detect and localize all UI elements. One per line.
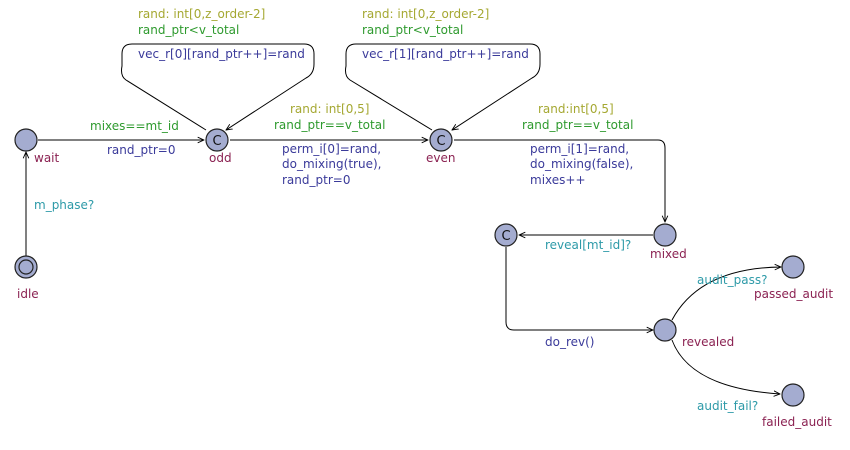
select-label: rand: int[0,z_order-2] <box>362 7 489 21</box>
location-failed-audit[interactable] <box>781 383 805 407</box>
guard-label: rand_ptr==v_total <box>522 118 633 132</box>
select-label: rand:int[0,5] <box>538 102 614 116</box>
location-name-failed-audit: failed_audit <box>762 415 832 429</box>
edge-even-loop <box>345 43 541 130</box>
edge-even-mixed <box>454 139 665 222</box>
edge-c-revealed <box>505 247 653 330</box>
sync-label: audit_fail? <box>697 399 758 413</box>
guard-label: mixes==mt_id <box>90 119 179 133</box>
location-wait[interactable] <box>14 128 38 152</box>
sync-label: audit_pass? <box>697 273 767 287</box>
update-label: do_rev() <box>545 335 594 349</box>
guard-label: rand_ptr<v_total <box>362 23 463 37</box>
location-name-idle: idle <box>17 287 39 301</box>
location-name-revealed: revealed <box>682 335 734 349</box>
update-label: rand_ptr=0 <box>282 173 350 187</box>
guard-label: rand_ptr==v_total <box>274 118 385 132</box>
location-committed-c[interactable]: C <box>494 223 518 247</box>
location-odd[interactable]: C <box>205 128 229 152</box>
location-mixed[interactable] <box>653 223 677 247</box>
location-even[interactable]: C <box>429 128 453 152</box>
committed-marker: C <box>436 134 445 149</box>
guard-label: rand_ptr<v_total <box>138 23 239 37</box>
location-name-odd: odd <box>209 151 232 165</box>
update-label: mixes++ <box>530 173 586 187</box>
sync-label: reveal[mt_id]? <box>545 238 631 252</box>
update-label: perm_i[1]=rand, <box>530 142 629 156</box>
select-label: rand: int[0,5] <box>290 102 369 116</box>
committed-marker: C <box>212 134 221 149</box>
location-revealed[interactable] <box>653 318 677 342</box>
location-name-even: even <box>426 151 455 165</box>
update-label: do_mixing(true), <box>282 157 381 171</box>
update-label: do_mixing(false), <box>530 157 633 171</box>
location-name-mixed: mixed <box>650 247 687 261</box>
update-label: vec_r[0][rand_ptr++]=rand <box>138 47 305 61</box>
edge-odd-loop <box>121 43 315 130</box>
update-label: rand_ptr=0 <box>107 143 175 157</box>
select-label: rand: int[0,z_order-2] <box>138 7 265 21</box>
sync-label: m_phase? <box>34 198 94 212</box>
update-label: perm_i[0]=rand, <box>282 142 381 156</box>
edge-revealed-passed <box>671 267 781 321</box>
location-name-wait: wait <box>34 151 60 165</box>
committed-marker: C <box>501 229 510 244</box>
edge-revealed-failed <box>671 339 780 394</box>
update-label: vec_r[1][rand_ptr++]=rand <box>362 47 529 61</box>
location-idle[interactable] <box>14 255 38 279</box>
location-name-passed-audit: passed_audit <box>754 287 833 301</box>
location-passed-audit[interactable] <box>781 255 805 279</box>
